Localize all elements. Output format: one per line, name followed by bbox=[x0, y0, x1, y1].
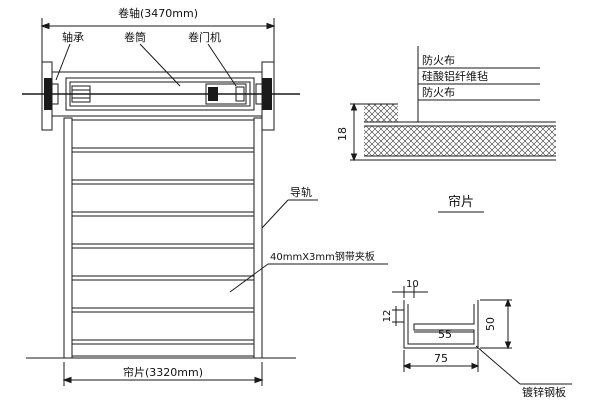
dim-55-label: 55 bbox=[438, 328, 452, 341]
bearing-label: 轴承 bbox=[62, 30, 84, 44]
curtain-detail-title: 帘片 bbox=[448, 194, 474, 210]
galvanized-profile bbox=[392, 286, 572, 385]
steel-strip-label: 40mmX3mm钢带夹板 bbox=[270, 250, 375, 263]
dim-75-label: 75 bbox=[434, 352, 448, 365]
motor bbox=[205, 83, 247, 105]
dim-50-label: 50 bbox=[484, 317, 497, 331]
guide-rail-label: 导轨 bbox=[290, 185, 312, 199]
galvanized-label: 镀锌钢板 bbox=[522, 385, 566, 399]
right-bracket bbox=[255, 61, 275, 131]
fire-cloth-bottom-label: 防火布 bbox=[422, 85, 455, 99]
curtain-slats bbox=[71, 119, 255, 357]
dim-10-label: 10 bbox=[406, 279, 419, 290]
shaft-dimension bbox=[40, 18, 276, 62]
curtain-section bbox=[350, 46, 556, 213]
motor-label: 卷门机 bbox=[188, 30, 221, 44]
fire-cloth-top-label: 防火布 bbox=[422, 53, 455, 67]
curtain-dimension bbox=[62, 362, 264, 386]
shaft-dim-label: 卷轴(3470mm) bbox=[118, 6, 198, 20]
drum-label: 卷筒 bbox=[124, 30, 146, 44]
silicate-felt-label: 硅酸铝纤维毡 bbox=[422, 69, 488, 83]
dim-12-label: 12 bbox=[382, 310, 393, 323]
shutter-elevation bbox=[22, 18, 388, 386]
left-bracket bbox=[41, 61, 59, 131]
thickness-label: 18 bbox=[336, 127, 349, 141]
drum bbox=[71, 85, 91, 103]
curtain-dim-label: 帘片(3320mm) bbox=[123, 365, 203, 379]
guide-rails bbox=[63, 117, 263, 359]
